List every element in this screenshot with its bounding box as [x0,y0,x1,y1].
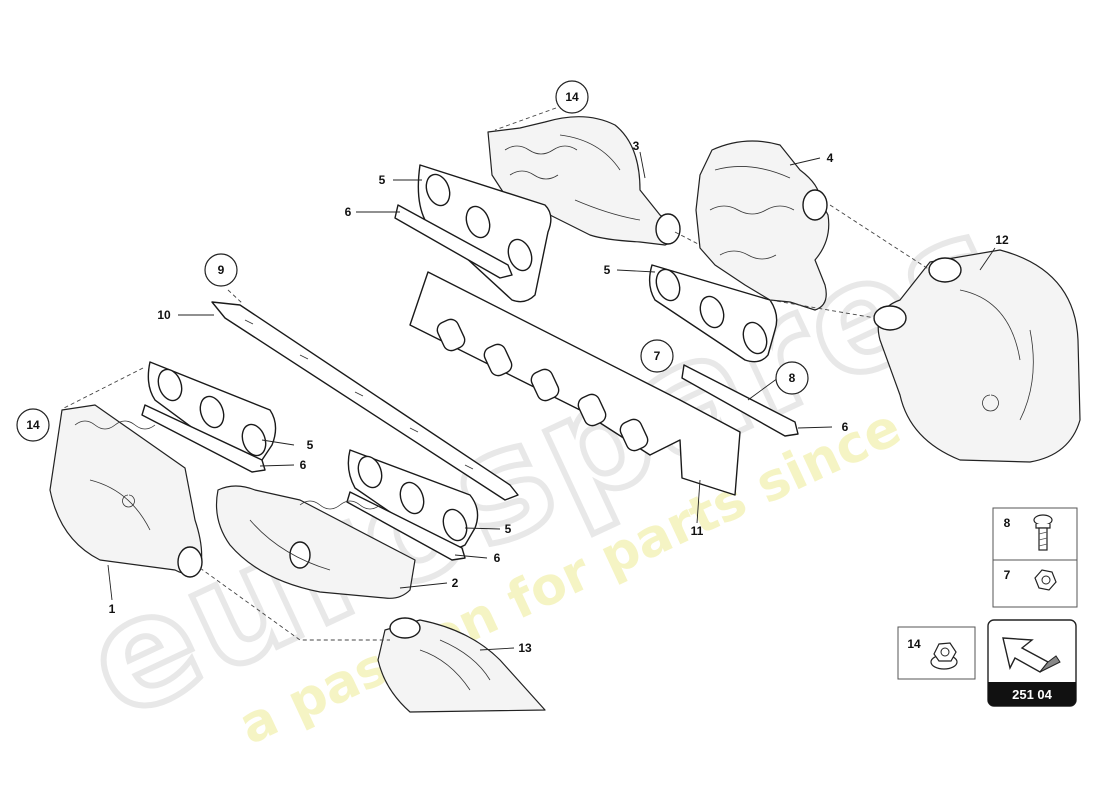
callout-4: 4 [827,151,834,165]
callout-13: 13 [518,641,532,655]
callout-6-right: 6 [842,420,849,434]
part-6-strip-right [681,364,799,437]
callout-6-top: 6 [345,205,352,219]
callout-12: 12 [995,233,1009,247]
callout-14-top: 14 [565,90,579,104]
part-4-exhaust-manifold [695,140,830,311]
part-6-strip-top [394,204,513,279]
callout-6-bottom: 6 [494,551,501,565]
part-6-strip-left [141,404,266,473]
callout-2: 2 [452,576,459,590]
arrow-icon [1002,637,1061,673]
nut-icon [1034,569,1057,591]
part-13-catalytic-converter [377,617,546,713]
part-6-strip-bottom [346,491,466,561]
part-5-gasket-top [417,164,552,303]
legend-num-7: 7 [1004,568,1011,582]
callouts-circled: 14 9 7 8 14 [16,80,809,442]
callout-5-top: 5 [379,173,386,187]
callout-5-bottom: 5 [505,522,512,536]
part-1-exhaust-manifold [49,404,203,578]
part-5-gasket-right [648,264,778,363]
page-code: 251 04 [1012,687,1053,702]
callout-10: 10 [157,308,171,322]
part-10-gasket-strip [211,301,519,501]
part-5-gasket-bottom [347,449,479,550]
part-3-exhaust-manifold [487,116,681,246]
callout-14-left: 14 [26,418,40,432]
flange-nut-icon [930,642,958,670]
bolt-icon [1033,514,1053,551]
callout-9: 9 [218,263,225,277]
callout-11: 11 [691,524,704,538]
legend-fastener-7: 7 [992,559,1078,608]
leader-lines [107,151,996,651]
part-11-heat-shield [409,271,741,496]
part-12-catalytic-converter [873,249,1081,463]
part-2-exhaust-manifold [215,485,416,599]
page-reference-badge: 251 04 [987,619,1077,707]
callout-6-left: 6 [300,458,307,472]
legend-fastener-8: 8 [992,507,1078,561]
legend-num-8: 8 [1004,516,1011,530]
callout-8: 8 [789,371,796,385]
legend-fastener-14: 14 [897,626,976,680]
callout-5-left: 5 [307,438,314,452]
reference-lines [63,107,931,641]
callout-7: 7 [654,349,661,363]
callout-5-right: 5 [604,263,611,277]
callout-1: 1 [109,602,116,616]
callouts: 3 4 5 6 12 5 10 6 5 6 11 5 6 2 1 13 [109,139,1009,655]
legend-num-14: 14 [907,637,921,651]
callout-3: 3 [633,139,640,153]
